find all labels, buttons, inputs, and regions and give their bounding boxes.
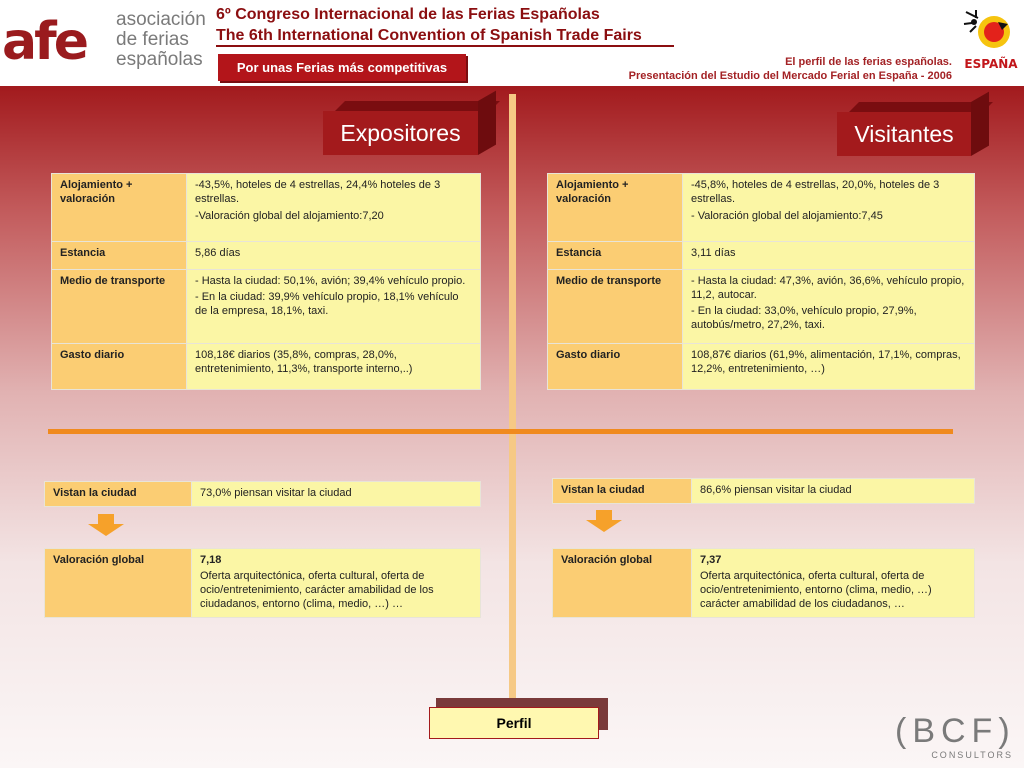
- perfil-label: Perfil: [429, 707, 599, 739]
- row-label: Gasto diario: [51, 343, 187, 390]
- bcf-logo-text: (BCF): [895, 712, 1016, 750]
- rating-text: Oferta arquitectónica, oferta cultural, …: [700, 570, 932, 610]
- visitantes-table: Alojamiento + valoración -45,8%, hoteles…: [547, 173, 975, 390]
- row-value-line: 108,87€ diarios (61,9%, alimentación, 17…: [691, 349, 961, 375]
- row-value-line: - Hasta la ciudad: 50,1%, avión; 39,4% v…: [195, 275, 466, 287]
- rating-value: 7,18 Oferta arquitectónica, oferta cultu…: [191, 548, 481, 618]
- row-value-line: 3,11 días: [691, 247, 736, 259]
- congress-title-en: The 6th International Convention of Span…: [216, 27, 642, 44]
- row-value-line: - En la ciudad: 33,0%, vehículo propio, …: [691, 305, 917, 331]
- row-label: Medio de transporte: [547, 269, 683, 344]
- visitantes-rating-table: Valoración global 7,37 Oferta arquitectó…: [552, 548, 975, 618]
- row-label: Medio de transporte: [51, 269, 187, 344]
- bcf-logo-sub: CONSULTORS: [931, 750, 1013, 760]
- table-row: Alojamiento + valoración -43,5%, hoteles…: [51, 173, 481, 242]
- afe-logo-line: de ferias: [116, 29, 189, 50]
- rating-value: 7,37 Oferta arquitectónica, oferta cultu…: [691, 548, 975, 618]
- bcf-consultors-logo: (BCF) CONSULTORS: [895, 712, 1017, 766]
- row-value: - Hasta la ciudad: 47,3%, avión, 36,6%, …: [682, 269, 975, 344]
- row-value-line: -45,8%, hoteles de 4 estrellas, 20,0%, h…: [691, 179, 940, 205]
- row-value-line: - En la ciudad: 39,9% vehículo propio, 1…: [195, 291, 459, 317]
- rating-text: Oferta arquitectónica, oferta cultural, …: [200, 570, 434, 610]
- row-value: - Hasta la ciudad: 50,1%, avión; 39,4% v…: [186, 269, 481, 344]
- table-row: Vistan la ciudad 86,6% piensan visitar l…: [552, 478, 975, 504]
- table-row: Valoración global 7,18 Oferta arquitectó…: [44, 548, 481, 618]
- spain-logo: ESPAÑA: [963, 10, 1018, 71]
- table-row: Estancia 3,11 días: [547, 241, 975, 270]
- row-value: -43,5%, hoteles de 4 estrellas, 24,4% ho…: [186, 173, 481, 242]
- afe-logo-mark: afe: [2, 12, 89, 72]
- afe-logo: afe asociación de ferias españolas: [2, 10, 206, 76]
- row-label: Gasto diario: [547, 343, 683, 390]
- row-value-line: - Hasta la ciudad: 47,3%, avión, 36,6%, …: [691, 275, 965, 301]
- row-label: Estancia: [51, 241, 187, 270]
- bcf-logo-letters: BCF: [912, 712, 999, 750]
- expositores-title: Expositores: [323, 111, 478, 155]
- row-value: 108,87€ diarios (61,9%, alimentación, 17…: [682, 343, 975, 390]
- row-value-line: -43,5%, hoteles de 4 estrellas, 24,4% ho…: [195, 179, 441, 205]
- presentation-subtitle-1: El perfil de las ferias españolas.: [785, 56, 952, 68]
- arrow-down-icon: [586, 510, 622, 532]
- row-value: -45,8%, hoteles de 4 estrellas, 20,0%, h…: [682, 173, 975, 242]
- header: afe asociación de ferias españolas 6º Co…: [0, 0, 1024, 86]
- row-label: Estancia: [547, 241, 683, 270]
- expositores-table: Alojamiento + valoración -43,5%, hoteles…: [51, 173, 481, 390]
- table-row: Estancia 5,86 días: [51, 241, 481, 270]
- row-value: 108,18€ diarios (35,8%, compras, 28,0%, …: [186, 343, 481, 390]
- horizontal-divider: [48, 429, 953, 434]
- visitantes-visit-table: Vistan la ciudad 86,6% piensan visitar l…: [552, 478, 975, 504]
- row-value: 5,86 días: [186, 241, 481, 270]
- title-underline: [216, 45, 674, 47]
- vertical-divider: [509, 94, 516, 706]
- row-label: Alojamiento + valoración: [547, 173, 683, 242]
- presentation-subtitle-2: Presentación del Estudio del Mercado Fer…: [628, 70, 952, 82]
- table-row: Gasto diario 108,87€ diarios (61,9%, ali…: [547, 343, 975, 390]
- row-value: 3,11 días: [682, 241, 975, 270]
- arrow-down-icon: [88, 514, 124, 536]
- rating-label: Valoración global: [44, 548, 192, 618]
- table-row: Alojamiento + valoración -45,8%, hoteles…: [547, 173, 975, 242]
- row-value-line: -Valoración global del alojamiento:7,20: [195, 210, 384, 222]
- afe-logo-line: asociación: [116, 9, 206, 30]
- row-label: Alojamiento + valoración: [51, 173, 187, 242]
- slogan-banner: Por unas Ferias más competitivas: [218, 54, 466, 81]
- table-row: Gasto diario 108,18€ diarios (35,8%, com…: [51, 343, 481, 390]
- row-value-line: 108,18€ diarios (35,8%, compras, 28,0%, …: [195, 349, 413, 375]
- visit-value: 86,6% piensan visitar la ciudad: [691, 478, 975, 504]
- visitantes-title: Visitantes: [837, 112, 971, 156]
- visit-label: Vistan la ciudad: [44, 481, 192, 507]
- table-row: Vistan la ciudad 73,0% piensan visitar l…: [44, 481, 481, 507]
- visit-value: 73,0% piensan visitar la ciudad: [191, 481, 481, 507]
- expositores-visit-table: Vistan la ciudad 73,0% piensan visitar l…: [44, 481, 481, 507]
- rating-score: 7,18: [200, 554, 222, 566]
- row-value-line: 5,86 días: [195, 247, 241, 259]
- table-row: Medio de transporte - Hasta la ciudad: 5…: [51, 269, 481, 344]
- afe-logo-text: asociación de ferias españolas: [116, 10, 206, 70]
- visit-label: Vistan la ciudad: [552, 478, 692, 504]
- table-row: Valoración global 7,37 Oferta arquitectó…: [552, 548, 975, 618]
- congress-title-es: 6º Congreso Internacional de las Ferias …: [216, 6, 600, 23]
- table-row: Medio de transporte - Hasta la ciudad: 4…: [547, 269, 975, 344]
- sun-icon: [963, 10, 979, 33]
- expositores-rating-table: Valoración global 7,18 Oferta arquitectó…: [44, 548, 481, 618]
- svg-text:ESPAÑA: ESPAÑA: [964, 56, 1018, 71]
- rating-score: 7,37: [700, 554, 722, 566]
- rating-label: Valoración global: [552, 548, 692, 618]
- row-value-line: - Valoración global del alojamiento:7,45: [691, 210, 883, 222]
- afe-logo-line: españolas: [116, 49, 203, 70]
